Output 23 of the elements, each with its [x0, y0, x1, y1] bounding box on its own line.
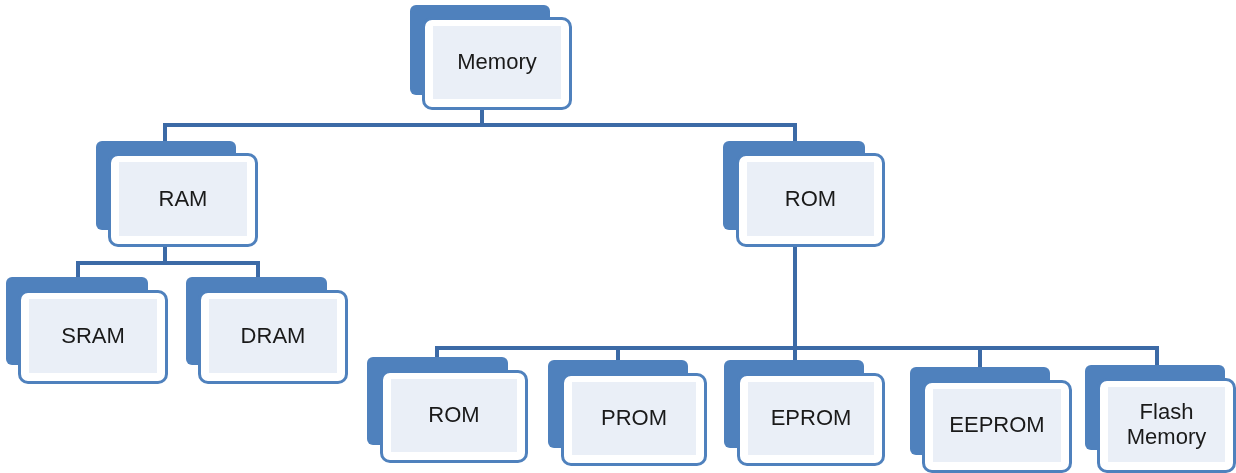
node-box	[6, 277, 168, 384]
node-label: RAM	[158, 186, 208, 212]
connector-line	[163, 247, 260, 277]
node-box	[910, 367, 1072, 473]
connector-line	[480, 110, 797, 141]
node-label: Memory	[457, 50, 537, 75]
node-label: DRAM	[240, 323, 306, 349]
node-box	[1085, 365, 1236, 473]
node-label: EEPROM	[949, 413, 1045, 438]
node-label: ROM	[784, 186, 837, 212]
node-label: SRAM	[61, 323, 125, 349]
node-label: Flash Memory	[1125, 400, 1208, 449]
node-box	[367, 357, 528, 463]
node-label: PROM	[601, 406, 667, 431]
node-box	[723, 141, 885, 247]
node-label: ROM	[428, 403, 480, 428]
node-box	[548, 360, 707, 466]
node-box	[186, 277, 348, 384]
node-box	[724, 360, 885, 466]
node-label: EPROM	[770, 406, 852, 431]
connector-line	[793, 247, 1159, 365]
node-box	[410, 5, 572, 110]
node-box	[96, 141, 258, 247]
